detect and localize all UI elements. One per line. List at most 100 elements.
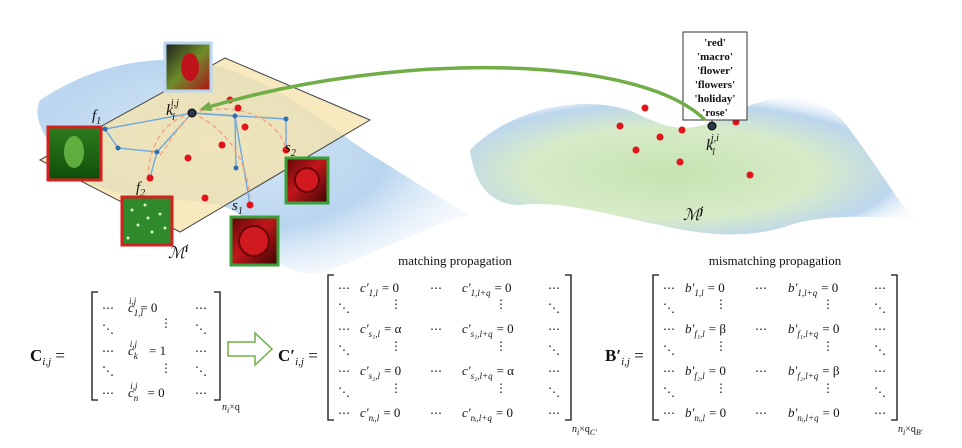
mismatching-title: mismatching propagation: [709, 253, 842, 268]
svg-text:b′1,l= 0: b′1,l= 0: [685, 280, 725, 298]
svg-text:⋯: ⋯: [338, 322, 350, 336]
svg-text:⋯: ⋯: [195, 301, 207, 315]
svg-text:⋮: ⋮: [715, 381, 727, 395]
tag-item: 'flower': [697, 65, 733, 77]
svg-text:Ci,j =: Ci,j =: [30, 346, 65, 368]
svg-text:⋯: ⋯: [874, 406, 886, 420]
neighbor-links: [104, 112, 287, 206]
svg-text:⋱: ⋱: [548, 301, 560, 315]
matrix-C-prime-right-column: c′1,l+q= 0 c′s₁,l+q= 0 c′s₂,l+q= α c′nᵢ,…: [462, 280, 514, 423]
svg-text:⋮: ⋮: [390, 297, 402, 311]
svg-text:⋯: ⋯: [663, 406, 675, 420]
svg-text:b′f₁,l= β: b′f₁,l= β: [685, 321, 726, 339]
svg-text:⋱: ⋱: [874, 385, 886, 399]
svg-text:⋱: ⋱: [874, 343, 886, 357]
svg-text:cni,j= 0: cni,j= 0: [128, 381, 165, 403]
key-point-left: [187, 108, 197, 118]
svg-text:B′i,j =: B′i,j =: [605, 346, 644, 368]
svg-text:⋯: ⋯: [430, 406, 442, 420]
svg-text:b′f₁,l+q= 0: b′f₁,l+q= 0: [788, 321, 839, 339]
svg-text:ni×qC′: ni×qC′: [572, 424, 597, 437]
svg-text:⋮: ⋮: [390, 339, 402, 353]
thumb-grass: [120, 195, 174, 247]
thumb-rose-large: [229, 215, 280, 267]
svg-text:b′nᵢ,l= 0: b′nᵢ,l= 0: [685, 405, 726, 423]
svg-text:⋱: ⋱: [338, 301, 350, 315]
svg-text:⋯: ⋯: [430, 322, 442, 336]
tag-item: 'flowers': [695, 79, 735, 91]
svg-text:b′nᵢ,l+q= 0: b′nᵢ,l+q= 0: [788, 405, 840, 423]
svg-text:⋮: ⋮: [495, 297, 507, 311]
svg-text:ni×qB′: ni×qB′: [898, 424, 923, 437]
svg-text:c′s₂,l+q= α: c′s₂,l+q= α: [462, 363, 514, 381]
label-manifold-j: ℳj: [683, 205, 704, 224]
tag-item: 'rose': [702, 107, 727, 119]
svg-text:⋮: ⋮: [822, 381, 834, 395]
svg-text:⋮: ⋮: [495, 381, 507, 395]
svg-text:⋯: ⋯: [102, 386, 114, 400]
svg-text:⋮: ⋮: [160, 316, 172, 330]
right-manifold-surface: [470, 97, 915, 235]
label-s1: s1: [232, 198, 243, 217]
svg-text:⋮: ⋮: [822, 297, 834, 311]
label-f1: f1: [92, 108, 101, 127]
thumb-rose-bud: [163, 41, 213, 93]
label-f2: f2: [136, 180, 145, 199]
svg-text:c′nᵢ,l= 0: c′nᵢ,l= 0: [360, 405, 400, 423]
svg-text:⋱: ⋱: [195, 364, 207, 378]
svg-text:cki,j= 1: cki,j= 1: [128, 339, 166, 361]
svg-text:⋯: ⋯: [102, 301, 114, 315]
svg-text:⋯: ⋯: [430, 364, 442, 378]
svg-text:⋮: ⋮: [715, 297, 727, 311]
svg-text:c′nᵢ,l+q= 0: c′nᵢ,l+q= 0: [462, 405, 513, 423]
svg-text:⋱: ⋱: [548, 343, 560, 357]
svg-text:⋮: ⋮: [390, 381, 402, 395]
svg-text:⋯: ⋯: [663, 322, 675, 336]
svg-text:⋮: ⋮: [160, 361, 172, 375]
tag-box: [682, 31, 748, 126]
tag-item: 'holiday': [695, 93, 736, 105]
svg-text:⋯: ⋯: [874, 364, 886, 378]
svg-text:c′s₁,l+q= 0: c′s₁,l+q= 0: [462, 321, 514, 339]
matrix-B-prime: B′i,j = ⋯⋯⋯ ⋱⋱ ⋯⋯⋯ ⋱⋱ ⋯⋯⋯ ⋱⋱ ⋯⋯⋯ ⋮⋮ ⋮⋮ ⋮…: [605, 274, 923, 437]
svg-text:⋱: ⋱: [338, 385, 350, 399]
svg-text:⋯: ⋯: [874, 281, 886, 295]
svg-text:⋮: ⋮: [715, 339, 727, 353]
svg-text:c′1,l+q= 0: c′1,l+q= 0: [462, 280, 512, 298]
svg-text:c′s₁,l= α: c′s₁,l= α: [360, 321, 402, 339]
svg-text:⋱: ⋱: [548, 385, 560, 399]
geodesic-paths: [147, 108, 287, 206]
svg-text:⋱: ⋱: [663, 301, 675, 315]
svg-text:c′s₂,l= 0: c′s₂,l= 0: [360, 363, 401, 381]
svg-text:c′1,l= 0: c′1,l= 0: [360, 280, 399, 298]
svg-text:⋯: ⋯: [102, 344, 114, 358]
svg-text:⋯: ⋯: [755, 406, 767, 420]
svg-text:⋯: ⋯: [548, 281, 560, 295]
label-manifold-i: ℳi: [168, 243, 189, 262]
svg-text:⋱: ⋱: [102, 364, 114, 378]
svg-text:⋯: ⋯: [338, 281, 350, 295]
transform-arrow: [227, 331, 274, 367]
svg-text:⋯: ⋯: [663, 281, 675, 295]
svg-text:b′f₂,l+q= β: b′f₂,l+q= β: [788, 363, 840, 381]
svg-text:⋯: ⋯: [338, 406, 350, 420]
svg-text:⋯: ⋯: [195, 344, 207, 358]
label-k-left: kli,j: [166, 98, 179, 123]
svg-text:b′1,l+q= 0: b′1,l+q= 0: [788, 280, 838, 298]
svg-text:⋯: ⋯: [548, 406, 560, 420]
label-s2: s2: [285, 140, 296, 159]
svg-text:⋱: ⋱: [663, 343, 675, 357]
svg-text:⋱: ⋱: [102, 322, 114, 336]
graph-nodes: [102, 113, 289, 171]
cross-manifold-arrow: [199, 65, 707, 122]
svg-text:⋱: ⋱: [338, 343, 350, 357]
svg-text:c1,li,j= 0: c1,li,j= 0: [128, 296, 157, 318]
svg-text:⋱: ⋱: [195, 322, 207, 336]
svg-text:⋮: ⋮: [495, 339, 507, 353]
matrix-C-prime: C′i,j = ⋯⋯⋯ ⋱⋱ ⋯⋯⋯ ⋱⋱ ⋯⋯⋯ ⋱⋱ ⋯⋯⋯ ⋮⋮ ⋮⋮ ⋮…: [278, 274, 597, 437]
thumb-rose-small: [284, 156, 330, 205]
matrix-C: Ci,j = ⋯ ⋯ ⋱ ⋱ ⋯ ⋯ ⋱ ⋱ ⋯ ⋯ ⋮ ⋮ c1,li,j= 0 cki,…: [30, 291, 240, 415]
svg-text:⋱: ⋱: [874, 301, 886, 315]
svg-text:⋯: ⋯: [195, 386, 207, 400]
